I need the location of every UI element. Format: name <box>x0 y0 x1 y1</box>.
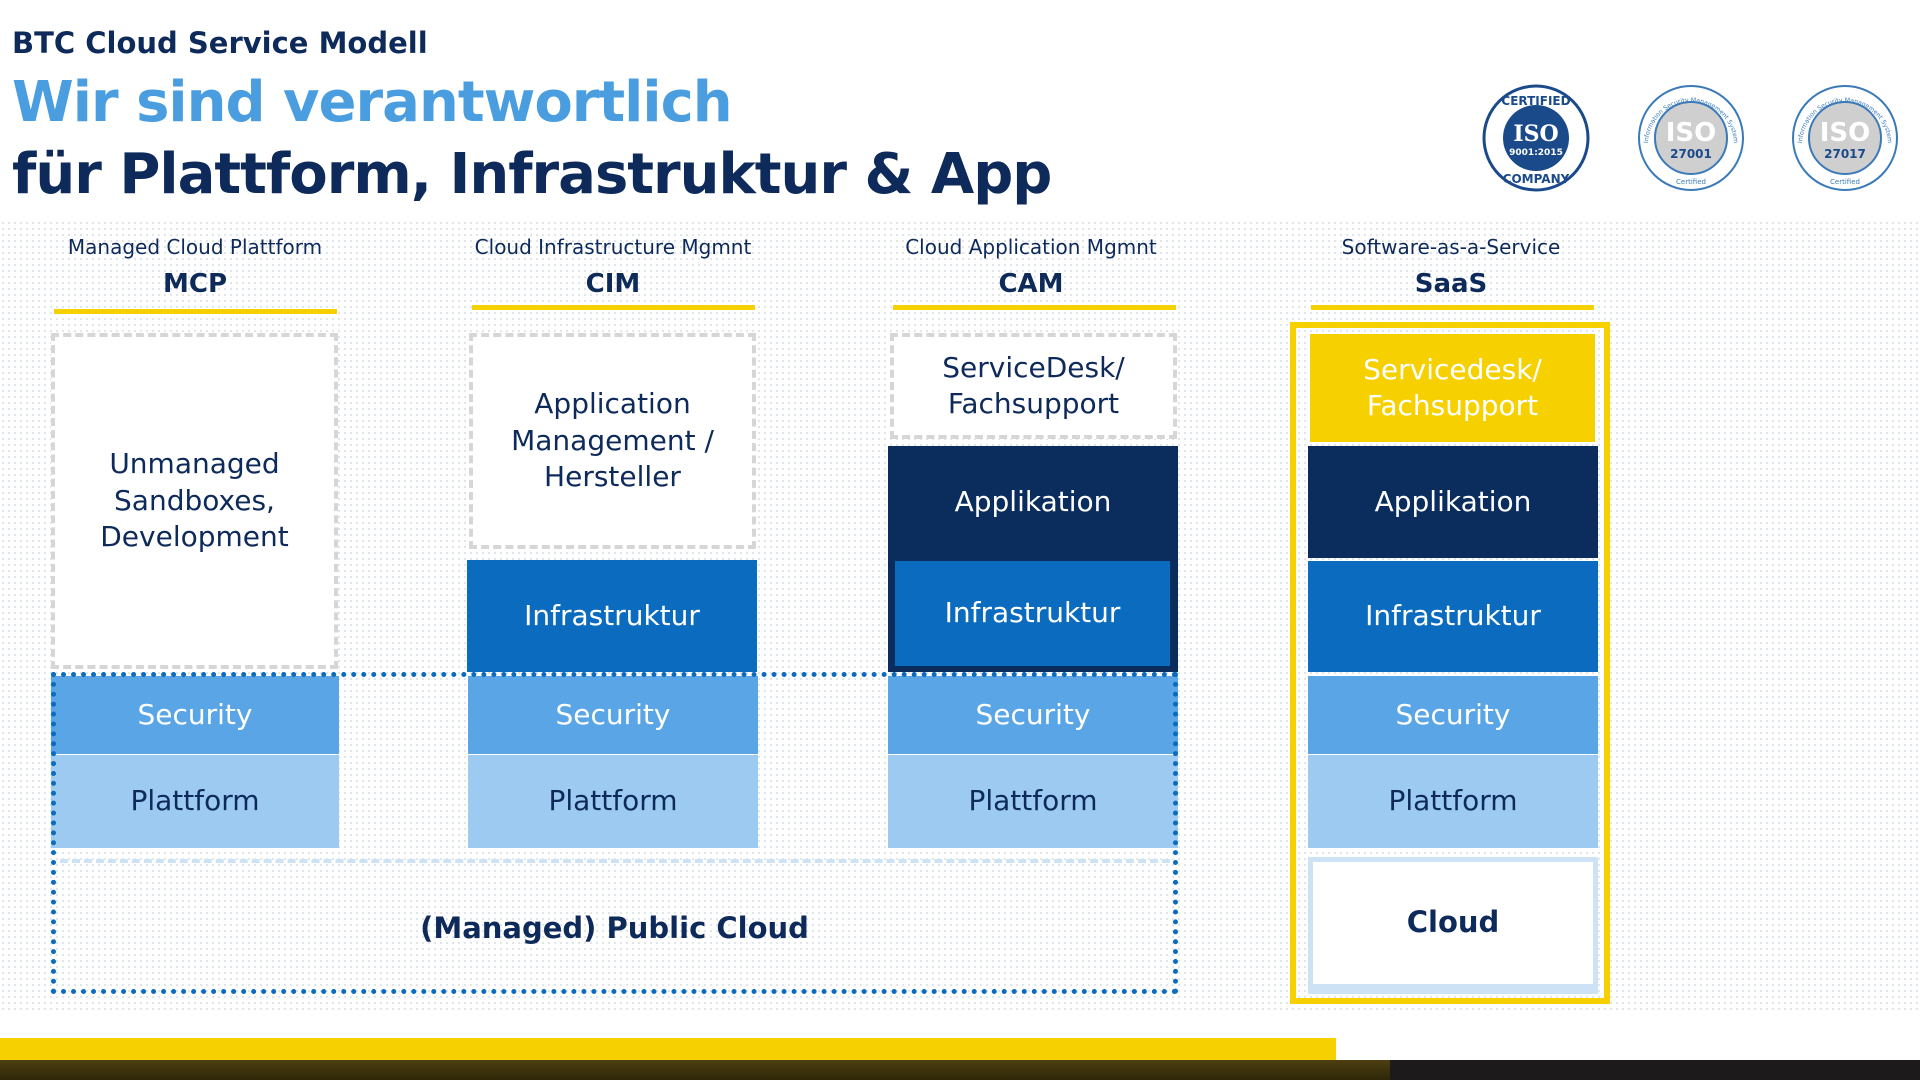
underline <box>893 305 1176 310</box>
iso-27017-badge: Information Security Management System I… <box>1792 85 1898 191</box>
cim-security: Security <box>468 676 758 754</box>
badge-name: ISO <box>1820 118 1871 148</box>
title-line-1: Wir sind verantwortlich <box>12 70 733 135</box>
cim-infrastruktur: Infrastruktur <box>467 560 757 672</box>
cam-customer-box: ServiceDesk/ Fachsupport <box>890 333 1177 439</box>
cam-applikation: Applikation <box>954 484 1112 518</box>
underline <box>54 309 337 314</box>
underline <box>472 305 755 310</box>
saas-security: Security <box>1308 676 1598 754</box>
mcp-plattform: Plattform <box>51 755 339 848</box>
footer-yellow-bar <box>0 1038 1336 1060</box>
badge-name: ISO <box>1666 118 1717 148</box>
badge-code: 27017 <box>1824 147 1866 161</box>
saas-applikation: Applikation <box>1308 446 1598 558</box>
cam-security: Security <box>888 676 1178 754</box>
cim-plattform: Plattform <box>468 755 758 848</box>
footer-dark-bar <box>0 1060 1390 1080</box>
badge-code: 9001:2015 <box>1509 148 1563 158</box>
underline <box>1311 305 1594 310</box>
divider <box>60 859 1170 863</box>
cam-plattform: Plattform <box>888 755 1178 848</box>
column-abbr: CAM <box>998 269 1064 299</box>
column-abbr: SaaS <box>1414 269 1488 299</box>
badge-bottom-text: COMPANY <box>1503 172 1570 186</box>
mcp-customer-box: Unmanaged Sandboxes, Development <box>51 333 338 669</box>
saas-infrastruktur: Infrastruktur <box>1308 561 1598 672</box>
saas-cloud: Cloud <box>1308 857 1598 994</box>
saas-servicedesk: Servicedesk/ Fachsupport <box>1310 334 1595 442</box>
badge-name: ISO <box>1513 121 1558 147</box>
column-abbr: MCP <box>162 269 227 299</box>
cam-infrastruktur: Infrastruktur <box>895 561 1170 666</box>
public-cloud-label: (Managed) Public Cloud <box>420 911 809 946</box>
column-subtitle: Managed Cloud Plattform <box>67 235 323 259</box>
badge-top-text: CERTIFIED <box>1501 94 1570 108</box>
badge-bottom-text: Certified <box>1830 178 1860 186</box>
title-line-2: für Plattform, Infrastruktur & App <box>12 142 1052 207</box>
badge-code: 27001 <box>1670 147 1712 161</box>
badge-bottom-text: Certified <box>1676 178 1706 186</box>
saas-plattform: Plattform <box>1308 755 1598 848</box>
cim-customer-box: Application Management / Hersteller <box>469 333 756 549</box>
iso-9001-badge: CERTIFIED ISO 9001:2015 COMPANY <box>1482 84 1590 192</box>
column-subtitle: Software-as-a-Service <box>1341 235 1561 259</box>
kicker: BTC Cloud Service Modell <box>12 26 428 60</box>
footer-dark-right <box>1390 1060 1920 1080</box>
iso-27001-badge: Information Security Management System I… <box>1638 85 1744 191</box>
saas-frame <box>1290 322 1610 1004</box>
column-abbr: CIM <box>585 269 641 299</box>
mcp-security: Security <box>51 676 339 754</box>
column-subtitle: Cloud Infrastructure Mgmnt <box>474 235 752 259</box>
managed-public-cloud-frame <box>51 672 1178 994</box>
column-subtitle: Cloud Application Mgmnt <box>905 235 1157 259</box>
